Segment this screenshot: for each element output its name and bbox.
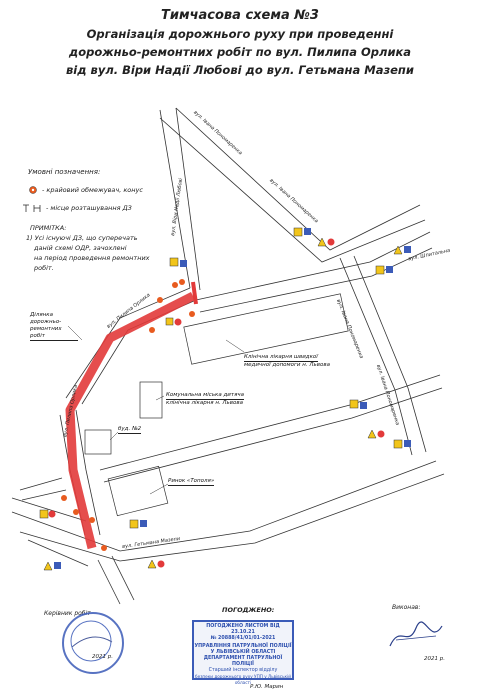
building-2-label: буд. №2	[118, 426, 142, 434]
approval-right-label: Виконав:	[392, 604, 421, 611]
note-title: ПРИМІТКА:	[30, 224, 67, 232]
market-label: Ринок «Тополя»	[168, 478, 215, 486]
legend-signs-label: - місце розташування ДЗ	[46, 204, 132, 212]
note-line-1: 1) Усі існуючі ДЗ, що суперечать	[26, 234, 138, 242]
road-network	[11, 107, 445, 605]
building-2	[84, 429, 112, 455]
children-hospital-label-1: Комунальна міська дитяча	[166, 392, 245, 400]
hospital-label-1: Клінічна лікарня швидкої	[244, 354, 318, 362]
sign-markers	[39, 227, 411, 571]
approval-center-label: ПОГОДЖЕНО:	[222, 606, 275, 614]
road-mazepy-upper	[11, 460, 437, 552]
schema-subtitle-1: Організація дорожнього руху при проведен…	[86, 27, 394, 41]
schema-subtitle-3: від вул. Віри Надії Любові до вул. Гетьм…	[66, 63, 414, 77]
work-zone	[65, 291, 196, 550]
children-hospital-label-2: клінічна лікарня н. Львова	[166, 400, 244, 406]
approval-stamp: ПОГОДЖЕНО ЛИСТОМ ВІД 23.10.21 № 20888/41…	[192, 620, 294, 685]
round-stamp	[62, 612, 124, 674]
road-mazepy-lower	[19, 473, 445, 562]
legend-title: Умовні позначення:	[28, 168, 101, 176]
work-zone-label: Ділянка дорожньо-ремонтних робіт	[30, 312, 78, 341]
signature	[389, 621, 443, 647]
note-line-3: на період проведення ремонтних	[34, 254, 150, 262]
note-line-2: даній схемі ОДР, зачохлені	[34, 244, 127, 252]
approval-left-label: Керівник робіт	[44, 610, 91, 617]
stamp-line-4: У ЛЬВІВСЬКІЙ ОБЛАСТІ	[210, 650, 276, 655]
legend-glyphs	[23, 186, 41, 212]
road-vnl-left	[159, 109, 191, 289]
stamp-line-6: Старший інспектор відділу	[208, 668, 278, 673]
schema-subtitle-2: дорожньо-ремонтних робіт по вул. Пилипа …	[68, 45, 412, 59]
schema-title: Тимчасова схема №3	[161, 8, 319, 23]
stamp-line-3: УПРАВЛІННЯ ПАТРУЛЬНОЇ ПОЛІЦІЇ	[194, 644, 292, 649]
road-mazepy-left-upper	[11, 497, 87, 522]
stamp-line-2: № 20888/41/01/01-2021	[210, 636, 276, 641]
barrier-markers	[61, 279, 195, 551]
market-building	[107, 465, 169, 517]
children-hospital-building	[139, 381, 163, 419]
stamp-line-5: ДЕПАРТАМЕНТ ПАТРУЛЬНОЇ ПОЛІЦІЇ	[203, 656, 283, 667]
approval-right-date: 2021 р.	[424, 656, 445, 662]
buildings	[84, 293, 349, 517]
hospital-label-2: медичної допомоги н. Львова	[244, 362, 330, 368]
note-line-4: робіт.	[34, 264, 54, 272]
stamp-line-7: безпеки дорожнього руху УПП у Львівській…	[195, 674, 291, 685]
legend-barrier-label: - крайовий обмежувач, конус	[42, 186, 143, 194]
approval-left-date: 2021 р.	[92, 654, 113, 660]
stamp-line-1: ПОГОДЖЕНО ЛИСТОМ ВІД 23.10.21	[206, 624, 280, 635]
hospital-building	[183, 293, 349, 365]
work-zone-end	[191, 281, 198, 305]
signer-name: Р.Ю. Марин	[250, 684, 284, 690]
road-vnl-right	[175, 107, 201, 291]
